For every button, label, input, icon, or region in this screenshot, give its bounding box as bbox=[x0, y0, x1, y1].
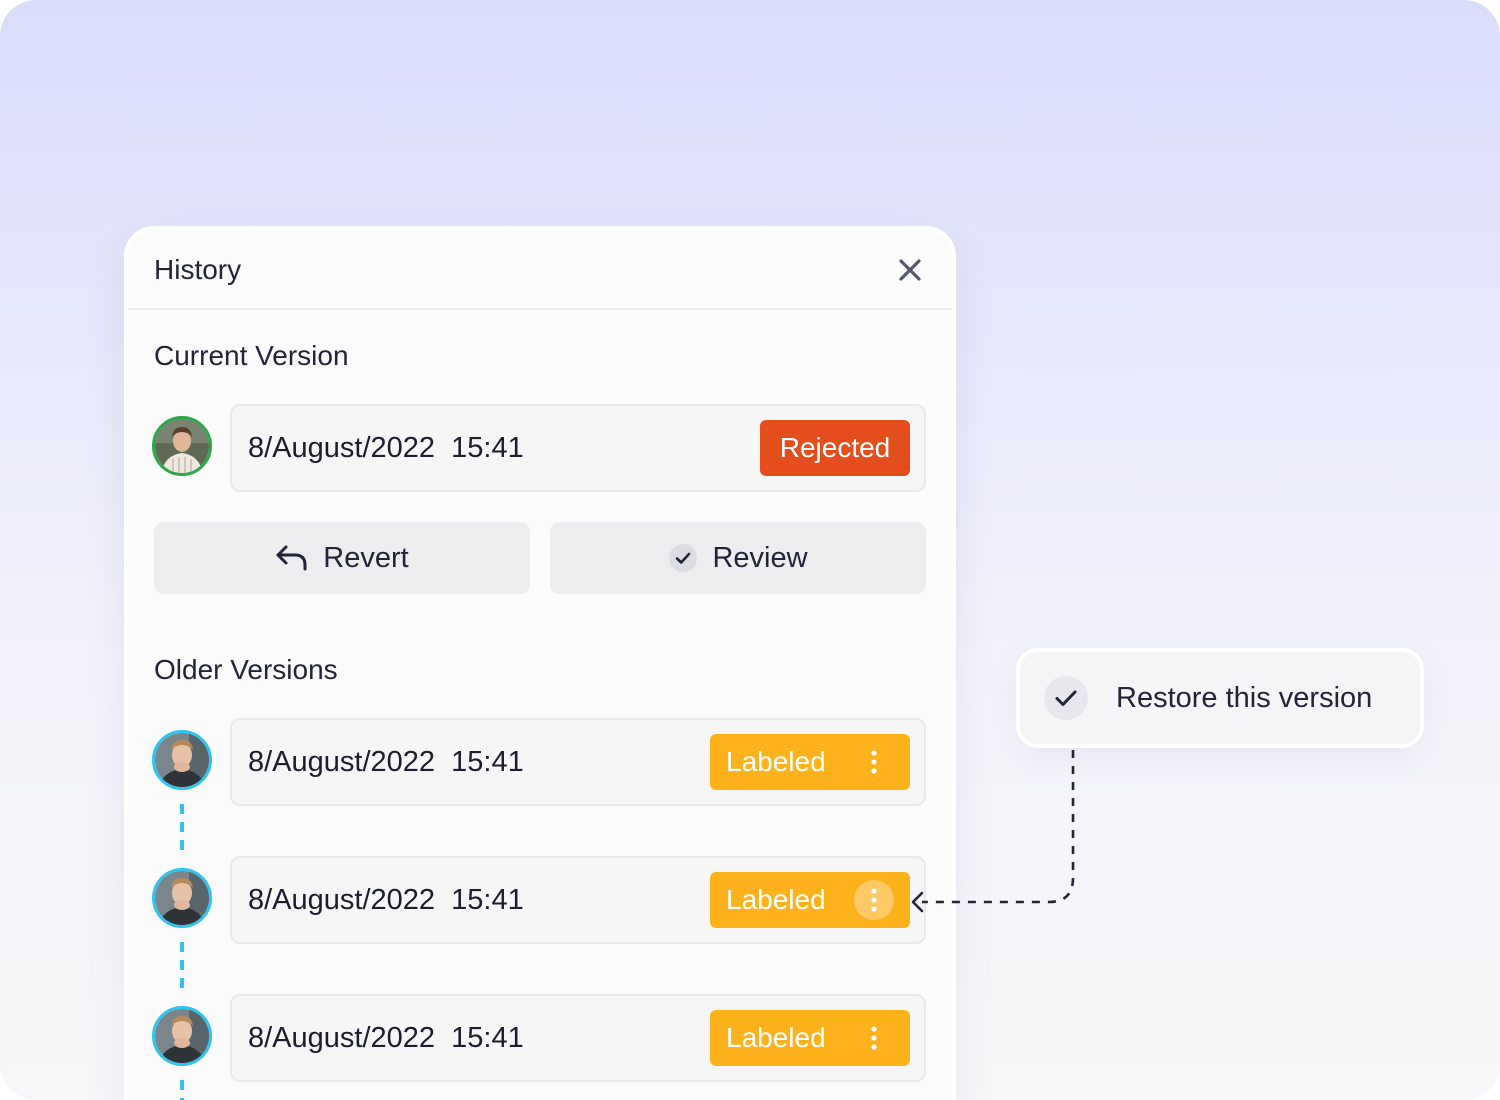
undo-arrow-icon bbox=[276, 545, 307, 571]
more-menu-button[interactable] bbox=[854, 880, 894, 920]
more-vertical-icon bbox=[871, 750, 877, 774]
timeline-connector bbox=[180, 804, 184, 856]
current-version-title: Current Version bbox=[154, 340, 349, 371]
current-version-row[interactable]: 8/August/2022 15:41 Rejected bbox=[230, 404, 926, 492]
more-vertical-icon bbox=[871, 888, 877, 912]
more-vertical-icon bbox=[871, 1026, 877, 1050]
restore-version-label: Restore this version bbox=[1116, 682, 1373, 714]
version-date: 8/August/2022 15:41 bbox=[248, 432, 524, 464]
older-version-row[interactable]: 8/August/2022 15:41 Labeled bbox=[230, 856, 926, 944]
close-icon bbox=[899, 259, 921, 281]
revert-button[interactable]: Revert bbox=[154, 522, 530, 594]
status-label: Labeled bbox=[726, 746, 826, 777]
more-menu-button[interactable] bbox=[854, 742, 894, 782]
panel-header: History bbox=[128, 230, 952, 310]
version-date: 8/August/2022 15:41 bbox=[248, 746, 524, 778]
review-button[interactable]: Review bbox=[550, 522, 926, 594]
more-menu-button[interactable] bbox=[854, 1018, 894, 1058]
restore-version-popover[interactable]: Restore this version bbox=[1016, 648, 1424, 748]
avatar bbox=[152, 730, 212, 790]
check-circle-icon bbox=[669, 544, 698, 572]
status-badge: Rejected bbox=[760, 420, 910, 476]
older-version-row[interactable]: 8/August/2022 15:41 Labeled bbox=[230, 718, 926, 806]
check-icon bbox=[1044, 676, 1088, 720]
revert-label: Revert bbox=[323, 541, 409, 574]
timeline-connector bbox=[180, 1080, 184, 1100]
status-badge: Labeled bbox=[710, 734, 910, 790]
status-label: Labeled bbox=[726, 884, 826, 915]
avatar bbox=[152, 416, 212, 476]
status-badge: Labeled bbox=[710, 872, 910, 928]
status-badge: Labeled bbox=[710, 1010, 910, 1066]
review-label: Review bbox=[712, 541, 808, 574]
timeline-connector bbox=[180, 942, 184, 994]
avatar bbox=[152, 868, 212, 928]
version-date: 8/August/2022 15:41 bbox=[248, 1022, 524, 1054]
version-date: 8/August/2022 15:41 bbox=[248, 884, 524, 916]
history-panel: History Current Version 8/August/2022 15… bbox=[124, 226, 956, 1100]
older-versions-title: Older Versions bbox=[154, 654, 338, 685]
panel-title: History bbox=[154, 254, 242, 285]
close-button[interactable] bbox=[894, 254, 926, 286]
avatar bbox=[152, 1006, 212, 1066]
status-label: Labeled bbox=[726, 1022, 826, 1053]
older-version-row[interactable]: 8/August/2022 15:41 Labeled bbox=[230, 994, 926, 1082]
